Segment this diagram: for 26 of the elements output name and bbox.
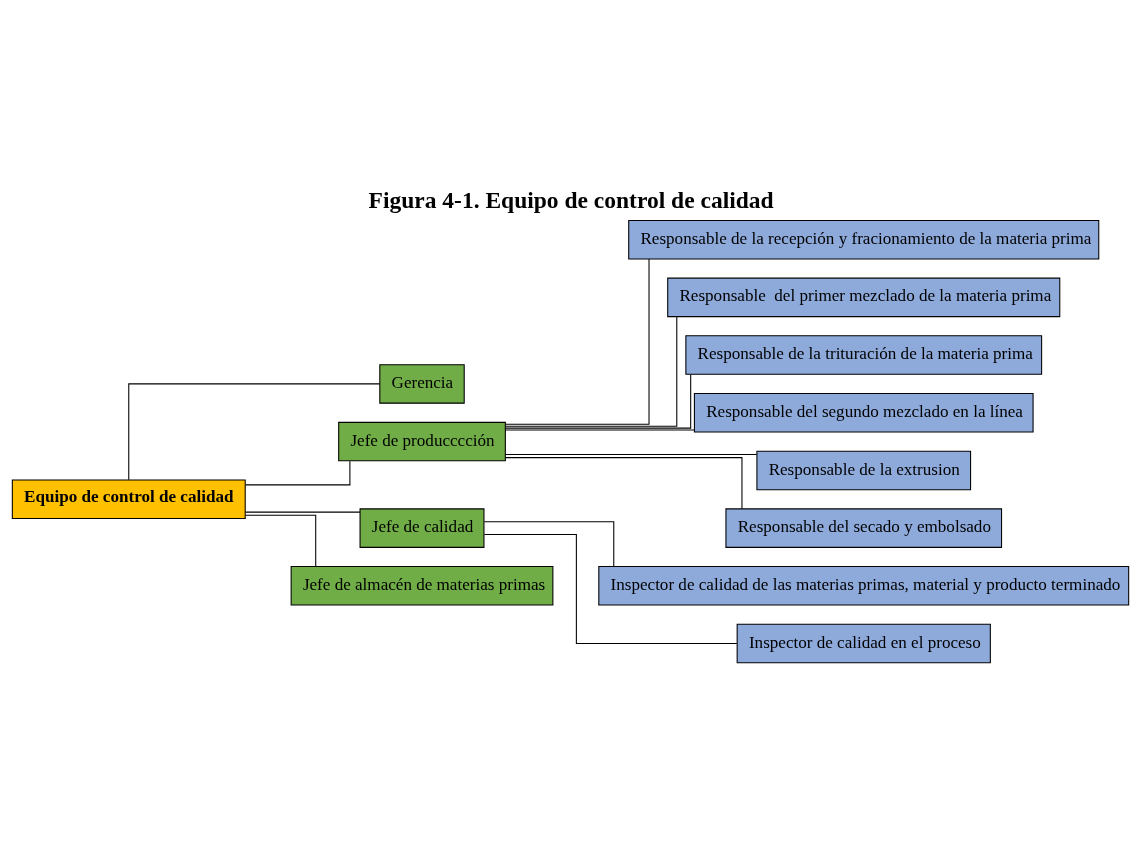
connector — [244, 460, 351, 485]
node-box: Responsable del primer mezclado de la materia prima — [667, 277, 1061, 317]
connector — [245, 514, 317, 567]
node-box: Equipo de control de calidad — [11, 479, 246, 519]
connector — [483, 533, 738, 644]
connector — [505, 258, 650, 425]
connector — [128, 382, 381, 480]
node-box: Inspector de calidad de las materias primas, material y producto terminado — [598, 565, 1130, 606]
connector — [244, 511, 361, 513]
node-box: Responsable de la extrusion — [756, 450, 972, 490]
node-box: Responsable de la trituración de la materia prima — [685, 334, 1043, 375]
node-box: Jefe de calidad — [359, 507, 485, 548]
connector — [505, 456, 743, 509]
node-box: Responsable del segundo mezclado en la línea — [693, 392, 1034, 432]
connector — [505, 453, 758, 455]
node-box: Inspector de calidad en el proceso — [736, 623, 991, 663]
connector — [483, 520, 615, 567]
node-box: Jefe de producccción — [338, 421, 506, 461]
node-box: Gerencia — [379, 363, 465, 404]
node-box: Jefe de almacén de materias primas — [290, 565, 554, 606]
node-box: Responsable de la recepción y fracionamiento de la materia prima — [628, 219, 1100, 259]
connector — [505, 429, 695, 431]
diagram-title: Figura 4-1. Equipo de control de calidad — [368, 186, 774, 213]
node-box: Responsable del secado y embolsado — [725, 507, 1003, 548]
connector — [504, 315, 678, 427]
connector — [505, 373, 692, 429]
